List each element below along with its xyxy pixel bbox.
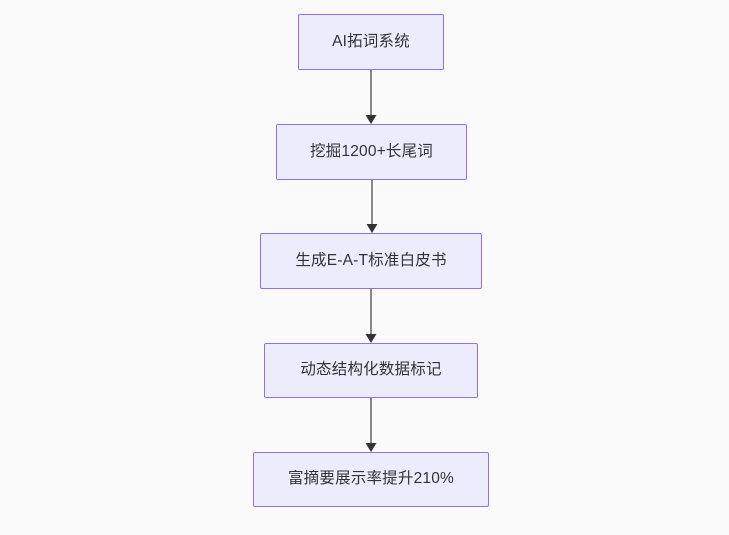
flow-node-ai-keyword-system[interactable]: AI拓词系统 xyxy=(298,14,444,70)
flow-node-label: 生成E-A-T标准白皮书 xyxy=(295,251,447,269)
flow-node-label: 富摘要展示率提升210% xyxy=(287,470,455,488)
flow-node-mine-longtail-keywords[interactable]: 挖掘1200+长尾词 xyxy=(276,124,467,180)
flow-node-dynamic-structured-data-markup[interactable]: 动态结构化数据标记 xyxy=(264,343,478,398)
flow-node-label: 挖掘1200+长尾词 xyxy=(309,142,434,160)
flow-node-rich-snippet-rate-increase[interactable]: 富摘要展示率提升210% xyxy=(253,452,489,507)
flow-edge-arrowhead xyxy=(366,224,378,233)
flow-edge-arrowhead xyxy=(365,443,377,452)
flow-edge-arrowhead xyxy=(365,115,377,124)
flow-edge-arrowhead xyxy=(365,334,377,343)
flow-node-label: AI拓词系统 xyxy=(332,32,410,50)
flow-node-generate-eat-whitepaper[interactable]: 生成E-A-T标准白皮书 xyxy=(260,233,482,289)
flow-node-label: 动态结构化数据标记 xyxy=(300,361,442,379)
